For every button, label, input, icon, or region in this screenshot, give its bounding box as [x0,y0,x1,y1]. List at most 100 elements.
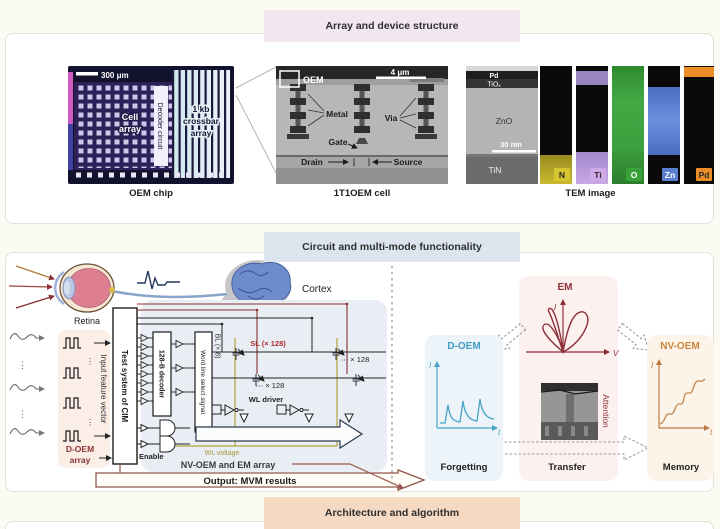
via-label: Via [385,113,398,123]
svg-text:⋮: ⋮ [86,357,94,366]
em-to-nvoem-arrow [616,322,650,351]
tin-label: TiN [489,165,502,175]
zno-label: ZnO [496,116,513,126]
cim-core: 128-B decoder Word line select signal [137,300,387,472]
eds-map-pd: Pd [684,66,714,184]
light-ray-bottom [15,294,55,309]
oem-highlight-box [279,70,300,88]
nv-oem-y-label: I [651,361,654,370]
o-signal-band [612,66,644,184]
o-element-tag: O [626,168,642,181]
decoder-label: 128-B decoder [158,350,165,399]
nv-oem-mode-box [647,335,714,481]
enable-label: Enable [139,452,164,461]
cell-array-label-1: Cell [122,112,139,122]
sl-bl-wires [137,302,349,374]
chip-edge-strip-magenta [68,72,73,124]
circuit-diagram: Retina Cortex ⋮ ⋮ ⋮ ⋮ [8,260,714,491]
light-ray-mid [8,283,53,290]
output-mvm-arrow [95,469,426,491]
wl-voltage-label: WL voltage [205,450,240,457]
wl-driver-row [211,404,354,424]
attention-label: Attention [601,394,611,428]
em-mode-box [519,276,618,481]
chip-scale-label: 300 μm [101,71,129,80]
sl-label: SL (× 128) [250,339,286,348]
source-label: Source [394,157,423,167]
optic-nerve [111,289,229,299]
spike-waveform [137,270,180,290]
zn-element-tag: Zn [662,168,678,181]
input-feature-vector-label: Input feature vector [99,355,108,424]
oem-chip-caption: OEM chip [129,188,173,199]
eds-map-o: O [612,66,644,184]
banner-circuit-functionality: Circuit and multi-mode functionality [264,232,520,262]
d-oem-y-label: I [429,361,432,370]
zn-signal-band [648,87,680,155]
test-system-box: Test system of CIM [112,307,138,465]
banner-circuit-label: Circuit and multi-mode functionality [302,241,482,253]
t1oem-cell-image: 4 μm OEM Metal Via Gate Drain Source [276,66,448,184]
crossbar-label-2: crossbar [183,116,220,126]
output-stage: Output: MVM results [95,463,426,491]
oem-tag-label: OEM [303,75,324,85]
times128-top: ⋯ × 128 [341,355,370,364]
bl-label: BL (× 8) [214,334,221,359]
d-oem-title: D-OEM [447,341,480,352]
array-output-arrow [195,418,364,450]
ti-element-tag: Ti [590,168,606,181]
em-y-label: I [554,303,557,312]
sem-top-band [276,66,448,79]
decoder-circuit-block [154,86,168,166]
input-ellipsis-1: ⋮ [18,360,27,370]
multi-mode-panel: EM I V [425,276,714,481]
metal-pointer-lines [307,93,417,129]
test-system-label: Test system of CIM [120,350,129,423]
to-architecture-arrow [292,463,404,489]
tem-caption: TEM image [565,188,616,199]
chip-edge-strip-blue [68,124,73,170]
em-x-label: V [613,349,619,358]
eds-map-n: N [540,66,572,184]
t1oem-caption: 1T1OEM cell [333,188,391,199]
n-element-tag: N [554,168,570,181]
banner-device-structure: Array and device structure [264,10,520,42]
d-oem-array-label-2: array [70,455,91,465]
tin-layer [466,157,538,184]
decoder-box [152,331,172,417]
banner-device-label: Array and device structure [325,20,459,32]
input-signal-2 [9,384,45,392]
chip-callout-lines [235,66,277,174]
decoder-circuit-label: Decoder circuit [156,103,163,150]
eds-map-ti: Ti [576,66,608,184]
banner-architecture-label: Architecture and algorithm [324,507,460,519]
tiox-label: TiOₓ [487,82,501,89]
crossbar-label-3: array [191,128,212,138]
em-title: EM [558,282,573,293]
eds-map-zn: Zn [648,66,680,184]
tem-main-image: Pd TiOₓ ZnO 30 nm TiN [466,66,538,184]
chip-scale-bar [76,72,98,76]
retina-label: Retina [74,316,100,326]
em-hysteresis-curve [542,307,589,354]
forgetting-label: Forgetting [441,462,488,473]
metal-stack-center [354,84,370,144]
pd-layer [466,71,538,79]
forgetting-curve [440,398,495,424]
ti-top-band [576,71,608,85]
memory-curve [659,378,706,425]
times128-mid: ⋯ × 128 [256,381,285,390]
eye-lens-core [64,281,70,295]
wordline-buffers [171,339,195,397]
gate-label: Gate [329,137,348,147]
drain-label: Drain [301,157,323,167]
tiox-layer [466,79,538,88]
oem-chip-image: 300 μm Cell array Decoder circuit 1 kb c… [68,66,234,184]
crossbar-label-1: 1 kb [192,104,209,114]
transfer-arrow [499,435,650,461]
tem-scale-label: 30 nm [500,140,522,149]
metal-stack-right [410,78,444,139]
cell-scale-bar [376,76,426,79]
optic-disc [109,287,115,293]
transfer-label: Transfer [548,462,586,473]
